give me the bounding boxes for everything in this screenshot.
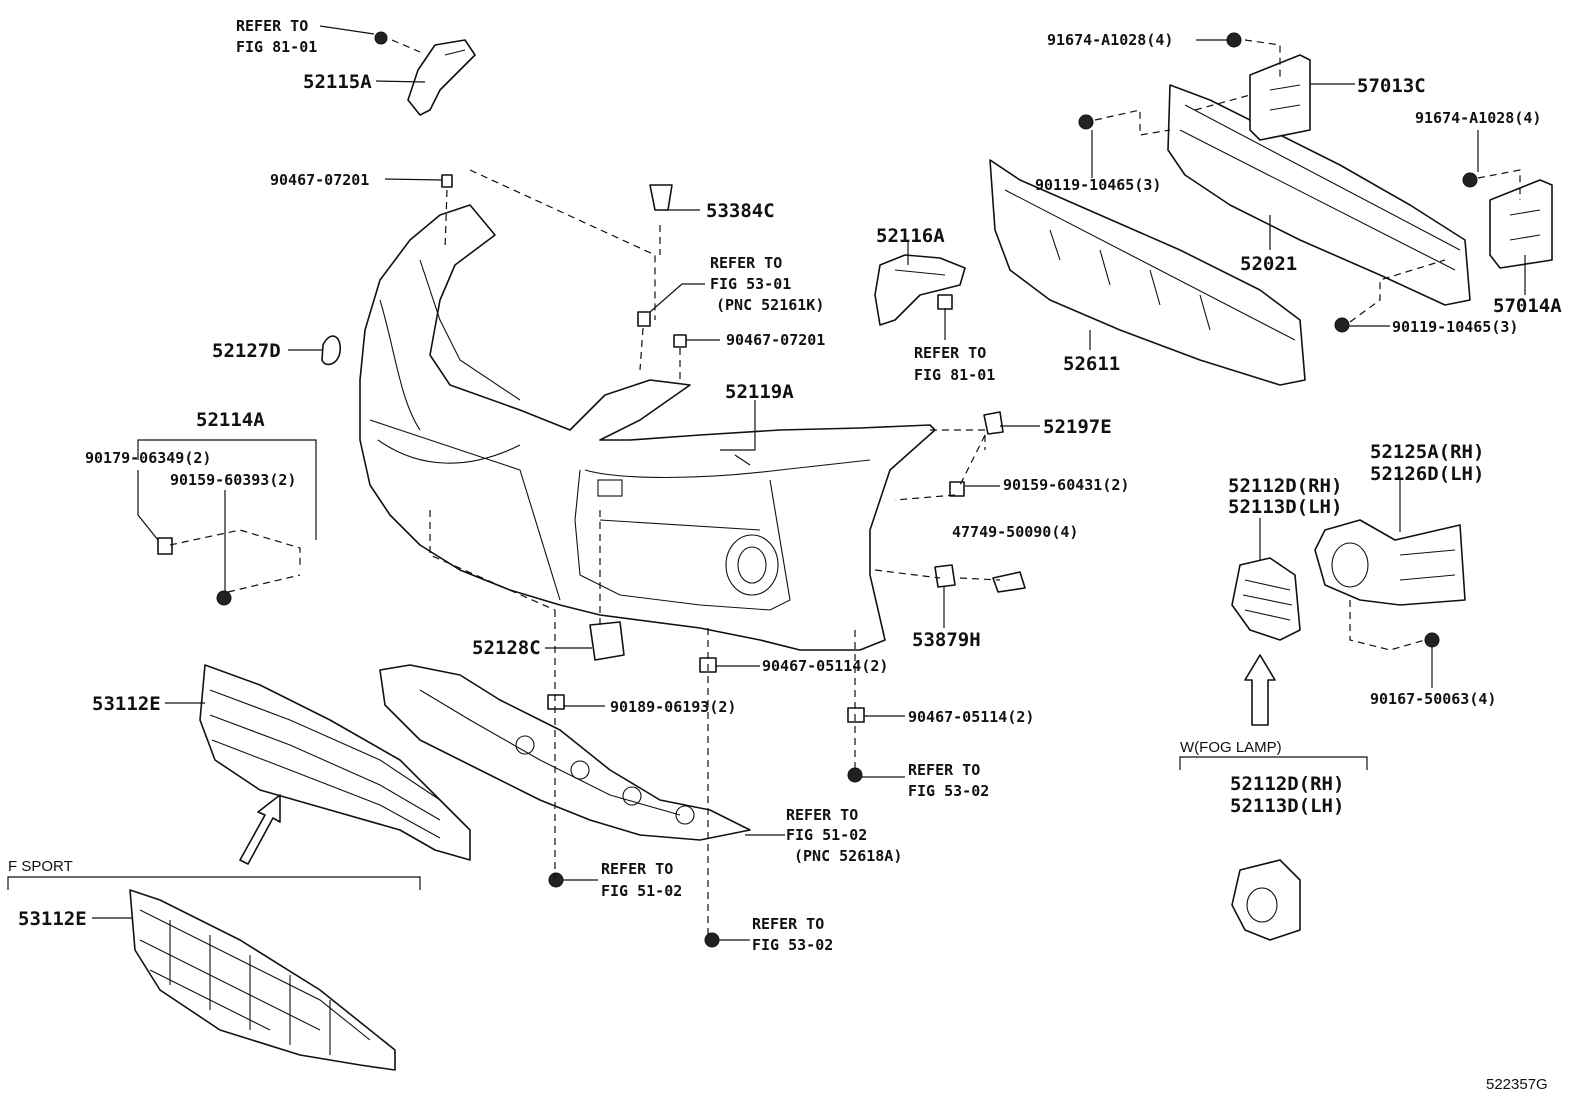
- bracket-52116a[interactable]: [874, 254, 966, 326]
- fog-bracket-52125a[interactable]: [1314, 519, 1466, 606]
- part-label-57014a: 57014A: [1493, 295, 1562, 317]
- refer-fig-53-02-label-b-fig: FIG 53-02: [752, 936, 833, 954]
- f-sport-label: F SPORT: [8, 858, 73, 875]
- refer-fig-81-01-label-a-fig: FIG 81-01: [236, 38, 317, 56]
- part-label-57013c: 57013C: [1357, 75, 1426, 97]
- assembly-lines: [169, 39, 1521, 940]
- part-label-90467-05114-a: 90467-05114(2): [762, 657, 888, 675]
- part-label-52113d-a: 52113D(LH): [1228, 496, 1342, 518]
- part-label-53112e-b: 53112E: [18, 908, 87, 930]
- arrow-fog: [1244, 654, 1276, 726]
- leader-lines: [92, 25, 1526, 941]
- arrow-fsport: [239, 794, 281, 865]
- figure-id: 522357G: [1486, 1076, 1548, 1093]
- part-label-53112e-a: 53112E: [92, 693, 161, 715]
- fsport-grille-53112e[interactable]: [129, 889, 396, 1071]
- part-label-90179-06349: 90179-06349(2): [85, 449, 211, 467]
- part-label-91674-a1028-a: 91674-A1028(4): [1047, 31, 1173, 49]
- refer-fig-53-01-label: REFER TO: [710, 254, 782, 272]
- part-label-52611: 52611: [1063, 353, 1120, 375]
- refer-fig-81-01-label-a: REFER TO: [236, 17, 308, 35]
- refer-fig-81-01-label-b-fig: FIG 81-01: [914, 366, 995, 384]
- part-label-90159-60431: 90159-60431(2): [1003, 476, 1129, 494]
- refer-fig-51-02-label-b-fig: FIG 51-02: [601, 882, 682, 900]
- absorber-52611[interactable]: [989, 159, 1306, 386]
- refer-fig-51-02-label-a: REFER TO: [786, 806, 858, 824]
- fog-lamp-bracket-line: [1179, 756, 1368, 770]
- part-label-52115a: 52115A: [303, 71, 372, 93]
- part-label-53879h: 53879H: [912, 629, 981, 651]
- part-label-52126d: 52126D(LH): [1370, 463, 1484, 485]
- bracket-52115a[interactable]: [407, 39, 476, 116]
- part-label-52197e: 52197E: [1043, 416, 1112, 438]
- refer-fig-53-02-label-a-fig: FIG 53-02: [908, 782, 989, 800]
- part-label-90189-06193: 90189-06193(2): [610, 698, 736, 716]
- part-label-91674-a1028-b: 91674-A1028(4): [1415, 109, 1541, 127]
- refer-fig-51-02-label-b: REFER TO: [601, 860, 673, 878]
- part-label-52125a: 52125A(RH): [1370, 441, 1484, 463]
- refer-fig-51-02-label-a-fig: FIG 51-02: [786, 826, 867, 844]
- part-label-90119-10465-b: 90119-10465(3): [1392, 318, 1518, 336]
- part-label-52112d-a: 52112D(RH): [1228, 475, 1342, 497]
- part-label-52116a: 52116A: [876, 225, 945, 247]
- part-label-53384c: 53384C: [706, 200, 775, 222]
- fsport-bracket-line: [7, 876, 421, 890]
- fog-cover-52112d-lower[interactable]: [1231, 859, 1301, 941]
- part-label-90159-60393: 90159-60393(2): [170, 471, 296, 489]
- part-label-52114a: 52114A: [196, 409, 265, 431]
- part-label-90467-05114-b: 90467-05114(2): [908, 708, 1034, 726]
- part-label-47749-50090: 47749-50090(4): [952, 523, 1078, 541]
- part-label-90167-50063: 90167-50063(4): [1370, 690, 1496, 708]
- refer-fig-53-02-label-a: REFER TO: [908, 761, 980, 779]
- refer-fig-53-01-label-fig: FIG 53-01: [710, 275, 791, 293]
- part-label-90467-07201-a: 90467-07201: [270, 171, 369, 189]
- refer-fig-51-02-label-a-pnc: (PNC 52618A): [794, 847, 902, 865]
- under-cover[interactable]: [379, 664, 751, 841]
- refer-fig-81-01-label-b: REFER TO: [914, 344, 986, 362]
- part-label-90119-10465-a: 90119-10465(3): [1035, 176, 1161, 194]
- lower-grille-53112e[interactable]: [199, 664, 471, 861]
- bracket-57014a[interactable]: [1489, 179, 1553, 269]
- part-label-90467-07201-b: 90467-07201: [726, 331, 825, 349]
- fog-cover-52112d-upper[interactable]: [1231, 557, 1301, 641]
- part-label-52021: 52021: [1240, 253, 1297, 275]
- part-label-52119a: 52119A: [725, 381, 794, 403]
- refer-fig-53-02-label-b: REFER TO: [752, 915, 824, 933]
- part-label-52112d-b: 52112D(RH): [1230, 773, 1344, 795]
- part-label-52128c: 52128C: [472, 637, 541, 659]
- 52114a-bracket-line: [137, 439, 317, 540]
- bracket-57013c[interactable]: [1249, 54, 1311, 141]
- w-fog-lamp-label: W(FOG LAMP): [1180, 739, 1282, 756]
- bumper-cover-52119a[interactable]: [359, 204, 936, 651]
- refer-fig-53-01-label-pnc: (PNC 52161K): [716, 296, 824, 314]
- part-label-52127d: 52127D: [212, 340, 281, 362]
- part-label-52113d-b: 52113D(LH): [1230, 795, 1344, 817]
